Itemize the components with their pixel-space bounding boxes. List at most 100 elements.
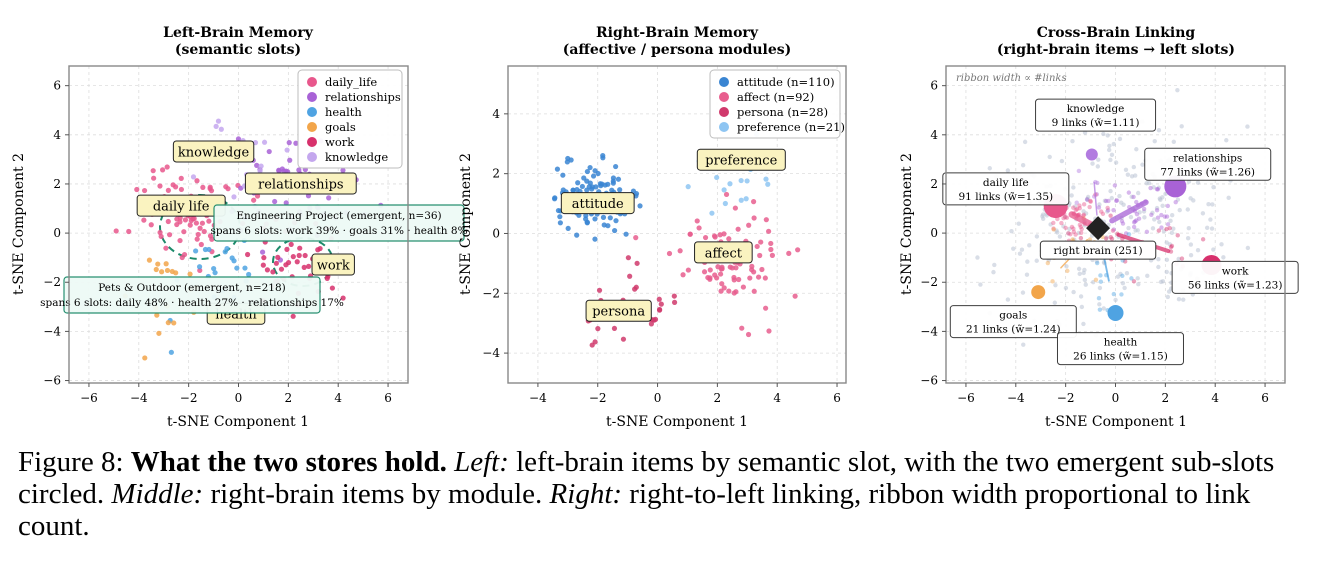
y-tick-label: 6 [53,79,61,93]
point-1 [717,271,724,277]
point-1 [754,243,760,250]
linked-point [1179,256,1185,261]
linked-point [1149,212,1154,217]
point-0 [575,180,581,186]
linked-point [1111,207,1116,213]
linked-point [1200,237,1206,242]
y-tick-label: 2 [930,177,938,191]
linked-point [1059,220,1064,226]
bg-point [1156,264,1161,270]
bg-point [1156,257,1161,262]
svg-text:persona: persona [592,305,645,320]
point-0 [187,222,193,228]
linked-point [1154,208,1160,213]
bg-point [1219,242,1224,247]
legend-item: health [307,105,362,119]
bg-point [1135,190,1141,196]
linked-point [1050,279,1055,284]
linked-point [1074,200,1079,205]
linked-point [1076,168,1082,174]
point-4 [275,254,281,260]
bg-point [1095,164,1101,169]
legend-box [297,69,403,169]
linked-point [1071,226,1076,231]
point-1 [751,269,757,275]
bg-point [975,255,980,260]
bg-point [1097,302,1102,307]
point-1 [305,193,312,199]
point-1 [766,228,772,234]
point-5 [218,126,224,132]
point-4 [285,259,292,266]
point-1 [694,218,700,224]
legend-marker [307,77,317,87]
annotation-label: persona [585,299,652,322]
linked-point [1087,237,1093,242]
point-1 [235,136,242,142]
point-0 [570,187,576,193]
point-2 [648,321,655,327]
point-5 [258,163,264,169]
linked-point [1164,214,1170,219]
point-1 [712,272,718,278]
bg-point [987,166,992,171]
legend-item: affect (n=92) [719,90,814,104]
linked-point [1096,296,1102,301]
bg-point [1077,271,1082,277]
point-0 [557,220,563,226]
emergent-box-line1: Engineering Project (emergent, n=36) [236,210,441,222]
point-1 [340,167,346,173]
linked-point [1119,218,1125,224]
legend-item: relationships [307,90,401,104]
y-tick-label: 0 [492,226,500,240]
point-4 [290,254,296,260]
point-4 [261,255,267,261]
linked-point [1126,232,1132,237]
caption-middle-text: right-brain items by module. [210,478,543,510]
point-3 [155,261,161,267]
bg-point [1145,273,1150,279]
svg-text:56 links (w̃=1.23): 56 links (w̃=1.23) [1188,279,1283,291]
point-2 [242,265,248,271]
figure-caption: Figure 8: What the two stores hold. Left… [18,446,1308,542]
ribbon-2 [1068,211,1094,228]
annotation-label: daily life [136,194,226,217]
point-1 [736,276,742,283]
bg-point [1109,152,1115,158]
point-3 [721,187,727,193]
point-3 [685,184,691,190]
y-tick-label: 0 [930,226,938,240]
target-1 [1164,175,1187,198]
point-0 [170,182,176,188]
point-2 [202,246,209,253]
bg-point [1152,138,1157,144]
bg-point [1094,259,1100,264]
bg-point [1097,202,1102,207]
linked-point [1105,205,1110,211]
linked-point [1093,277,1099,283]
svg-text:health: health [1104,337,1138,349]
bg-point [1113,160,1119,165]
bg-point [1101,306,1106,311]
svg-text:attitude: attitude [572,197,624,212]
bg-point [1136,282,1141,287]
y-tick-label: 4 [492,107,500,121]
linked-point [1066,231,1071,236]
bg-point [1027,243,1032,248]
point-1 [792,293,798,299]
bg-point [1011,246,1016,251]
point-4 [296,252,302,259]
bg-point [1209,226,1215,231]
point-2 [246,271,252,278]
y-tick-label: −6 [920,374,938,388]
legend-item: preference (n=21) [719,120,845,134]
linked-point [1126,190,1132,195]
bg-point [1161,228,1167,234]
linked-point [1155,187,1161,192]
legend-marker [307,107,317,117]
bg-point [991,269,996,275]
point-3 [763,176,769,182]
svg-text:health: health [325,105,362,119]
